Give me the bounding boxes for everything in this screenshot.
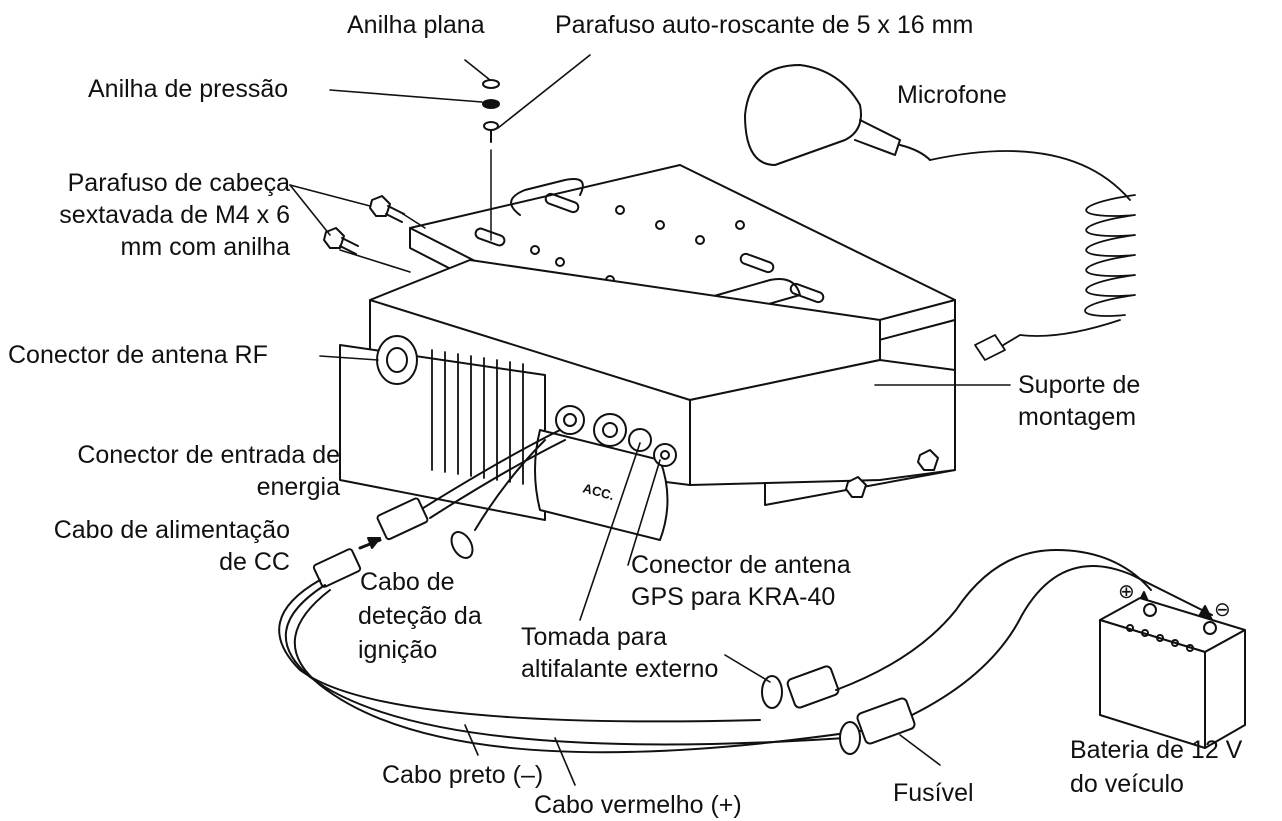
- radio-unit: [339, 259, 956, 541]
- label-rf-connector: Conector de antena RF: [8, 341, 268, 369]
- label-fuse: Fusível: [893, 779, 974, 807]
- fuse-icon: [761, 665, 916, 755]
- label-hex-screw-2: sextavada de M4 x 6: [59, 201, 290, 229]
- hex-screw-icon: [917, 449, 939, 471]
- label-mounting-bracket-2: montagem: [1018, 403, 1137, 431]
- label-dc-cable-1: Cabo de alimentação: [53, 516, 290, 544]
- label-mounting-bracket-1: Suporte de: [1018, 371, 1141, 399]
- power-cable: [278, 429, 1213, 755]
- label-speaker-jack-1: Tomada para: [521, 623, 667, 651]
- label-lock-washer: Anilha de pressão: [88, 75, 289, 103]
- battery-minus-marking: ⊖: [1214, 599, 1231, 621]
- label-hex-screw-3: mm com anilha: [120, 233, 291, 261]
- label-gps-connector-1: Conector de antena: [631, 551, 851, 579]
- label-dc-cable-2: de CC: [219, 548, 290, 576]
- label-flat-washer: Anilha plana: [347, 11, 485, 39]
- rf-connector: [376, 335, 418, 385]
- label-ignition-1: Cabo de: [360, 568, 455, 596]
- label-hex-screw-1: Parafuso de cabeça: [67, 169, 290, 197]
- label-red-cable: Cabo vermelho (+): [534, 791, 742, 819]
- microphone-icon: [744, 64, 931, 166]
- label-microphone: Microfone: [897, 81, 1007, 109]
- label-gps-connector-2: GPS para KRA-40: [631, 583, 836, 611]
- leader-lines: [289, 54, 1011, 786]
- label-ignition-3: ignição: [358, 636, 438, 664]
- label-power-input-1: Conector de entrada de: [77, 441, 340, 469]
- label-battery-2: do veículo: [1070, 770, 1184, 798]
- battery-plus-marking: ⊕: [1118, 581, 1135, 603]
- label-ignition-2: deteção da: [358, 602, 482, 630]
- battery-icon: [1099, 597, 1246, 749]
- label-speaker-jack-2: altifalante externo: [521, 655, 719, 683]
- label-self-tapping-screw: Parafuso auto-roscante de 5 x 16 mm: [555, 11, 974, 39]
- hex-screw-icon: [845, 476, 867, 498]
- screw-icon: [482, 79, 500, 241]
- label-black-cable: Cabo preto (–): [382, 761, 544, 789]
- microphone-cord: [929, 150, 1136, 361]
- label-power-input-2: energia: [256, 473, 340, 501]
- label-battery-1: Bateria de 12 V: [1070, 736, 1243, 764]
